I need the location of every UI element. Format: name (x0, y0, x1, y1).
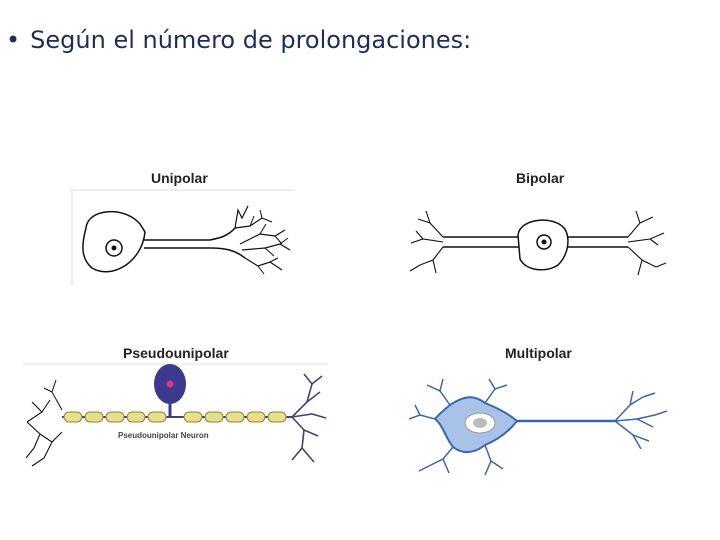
pseudounipolar-nucleus (166, 380, 174, 388)
multipolar-diagram (408, 378, 668, 476)
myelin-sheaths (63, 411, 287, 423)
pseudounipolar-title: Pseudounipolar (123, 345, 229, 361)
pseudounipolar-caption: Pseudounipolar Neuron (118, 431, 209, 440)
unipolar-diagram (70, 188, 295, 288)
bullet-icon: • (6, 26, 21, 54)
bipolar-diagram (409, 210, 667, 276)
multipolar-title: Multipolar (505, 345, 572, 361)
slide-heading: • Según el número de prolongaciones: (6, 26, 471, 54)
pseudounipolar-diagram: Pseudounipolar Neuron (22, 363, 328, 467)
unipolar-title: Unipolar (151, 170, 208, 186)
heading-text: Según el número de prolongaciones: (30, 26, 472, 54)
bipolar-title: Bipolar (516, 170, 565, 186)
